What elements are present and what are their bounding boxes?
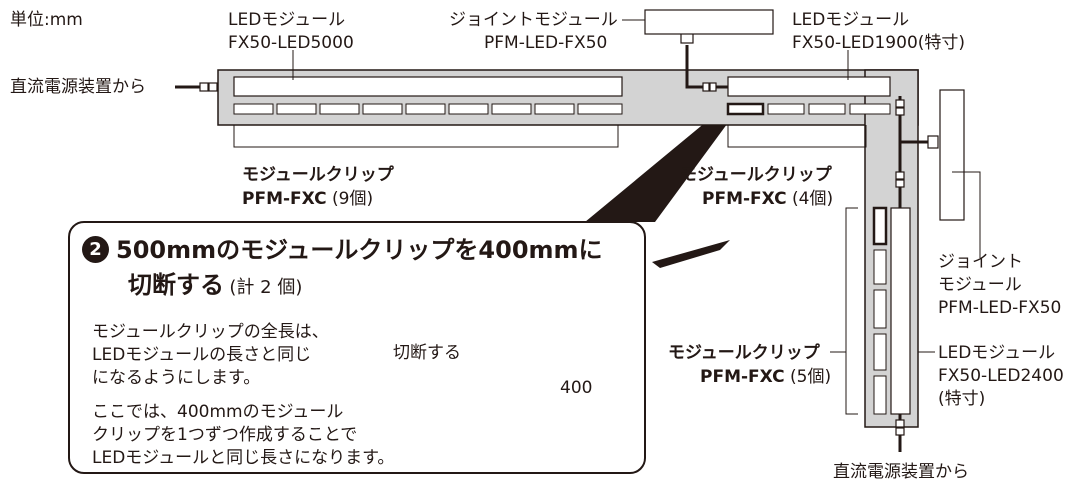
power-source-bottom: 直流電源装置から	[833, 462, 969, 482]
joint-module-right	[939, 89, 965, 221]
step-para2-line1: ここでは、400mmのモジュール	[92, 402, 344, 422]
step-para2-line2: クリップを1つずつ作成することで	[92, 425, 358, 445]
led-module-b-model: FX50-LED1900(特寸)	[792, 33, 966, 53]
clip-c-spec: PFM-FXC (5個)	[700, 367, 831, 387]
step-para1-line1: モジュールクリップの全長は、	[92, 322, 329, 342]
length-label: 400	[560, 378, 593, 398]
clip-c-count: (5個)	[790, 367, 832, 387]
step-para2-line3: LEDモジュールと同じ長さになります。	[92, 448, 395, 468]
led-module-b	[727, 76, 891, 97]
clip-c-name: モジュールクリップ	[668, 343, 820, 363]
led-module-a-model: FX50-LED5000	[228, 33, 354, 53]
clip-b-count: (4個)	[792, 189, 834, 209]
clip-b-name: モジュールクリップ	[680, 165, 832, 185]
joint-module-top	[644, 9, 774, 35]
clip-column-c	[872, 206, 888, 415]
step-title-line2: 切断する	[128, 271, 224, 299]
clip-row-a	[233, 103, 623, 115]
callout-pointer	[585, 112, 730, 222]
connectors	[199, 32, 939, 436]
clip-b-model: PFM-FXC	[702, 189, 787, 209]
step-para1-line2: LEDモジュールの長さと同じ	[92, 345, 312, 365]
step-callout-box	[68, 221, 646, 474]
callout-pointer-lower	[652, 240, 730, 268]
clip-b-spec: PFM-FXC (4個)	[702, 189, 833, 209]
led-module-c-note: (特寸)	[938, 389, 986, 409]
clip-a-name: モジュールクリップ	[242, 165, 394, 185]
clip-c-model: PFM-FXC	[700, 367, 785, 387]
clip-row-b	[726, 102, 891, 116]
step-title-count: (計 2 個)	[229, 277, 303, 298]
joint-top-name: ジョイントモジュール	[449, 10, 618, 30]
cut-label: 切断する	[393, 343, 461, 363]
led-module-c-model: FX50-LED2400	[938, 366, 1064, 386]
joint-right-model: PFM-LED-FX50	[938, 298, 1062, 318]
unit-label: 単位:mm	[10, 10, 83, 30]
step-title-line1: 500mmのモジュールクリップを400mmに	[116, 236, 603, 264]
led-module-a-name: LEDモジュール	[228, 10, 346, 30]
joint-right-line1: ジョイント	[938, 252, 1023, 272]
led-module-c-name: LEDモジュール	[938, 343, 1056, 363]
power-source-left: 直流電源装置から	[10, 77, 146, 97]
clip-a-count: (9個)	[332, 189, 374, 209]
step-title-line2-wrap: 切断する (計 2 個)	[128, 271, 302, 299]
led-module-c	[890, 207, 911, 415]
step-number-badge: 2	[82, 236, 109, 263]
joint-right-line2: モジュール	[938, 275, 1022, 295]
led-module-a	[233, 76, 623, 97]
step-para1-line3: になるようにします。	[92, 368, 261, 388]
led-module-b-name: LEDモジュール	[792, 10, 910, 30]
clip-a-model: PFM-FXC	[242, 189, 327, 209]
clip-a-spec: PFM-FXC (9個)	[242, 189, 373, 209]
joint-top-model: PFM-LED-FX50	[484, 33, 608, 53]
leader-lines	[233, 19, 981, 415]
